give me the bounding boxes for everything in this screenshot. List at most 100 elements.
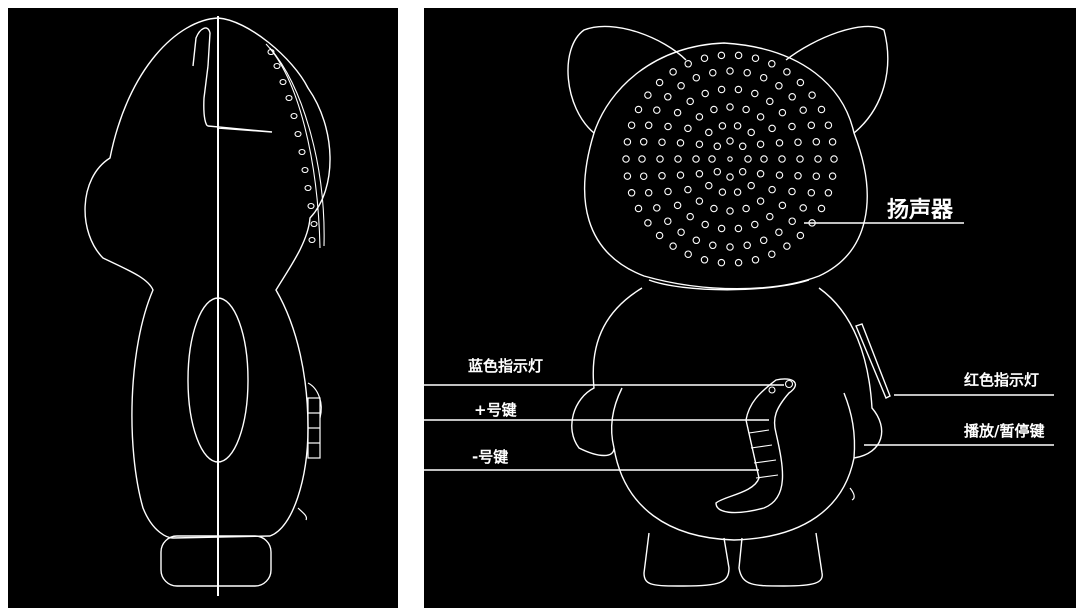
speaker-hole bbox=[693, 237, 699, 243]
speaker-hole bbox=[735, 52, 741, 58]
speaker-hole bbox=[693, 156, 699, 162]
speaker-hole bbox=[696, 141, 702, 147]
speaker-hole bbox=[743, 205, 749, 211]
speaker-hole bbox=[709, 156, 715, 162]
speaker-grille bbox=[623, 52, 837, 266]
speaker-hole bbox=[654, 107, 660, 113]
speaker-hole bbox=[735, 86, 741, 92]
speaker-hole bbox=[670, 69, 676, 75]
speaker-hole bbox=[808, 190, 814, 196]
speaker-hole bbox=[795, 139, 801, 145]
speaker-hole bbox=[685, 125, 691, 131]
speaker-hole bbox=[718, 52, 724, 58]
speaker-hole bbox=[735, 259, 741, 265]
speaker-hole bbox=[685, 61, 691, 67]
speaker-hole bbox=[727, 68, 733, 74]
speaker-hole bbox=[693, 75, 699, 81]
speaker-hole bbox=[711, 205, 717, 211]
speaker-hole bbox=[800, 107, 806, 113]
speaker-hole bbox=[710, 70, 716, 76]
speaker-hole bbox=[665, 188, 671, 194]
speaker-hole bbox=[761, 156, 767, 162]
speaker-hole bbox=[767, 98, 773, 104]
side-ear bbox=[193, 28, 210, 66]
speaker-hole bbox=[769, 61, 775, 67]
speaker-hole bbox=[675, 156, 681, 162]
side-view-panel bbox=[8, 8, 398, 608]
speaker-hole bbox=[769, 186, 775, 192]
speaker-hole bbox=[674, 109, 680, 115]
speaker-hole bbox=[706, 129, 712, 135]
speaker-hole bbox=[714, 169, 720, 175]
speaker-hole bbox=[752, 221, 758, 227]
speaker-hole bbox=[665, 218, 671, 224]
speaker-hole bbox=[696, 114, 702, 120]
side-body-outline bbox=[85, 18, 330, 538]
callout-blue-indicator: 蓝色指示灯 bbox=[468, 359, 543, 374]
speaker-hole bbox=[727, 104, 733, 110]
speaker-hole bbox=[646, 190, 652, 196]
speaker-hole bbox=[714, 143, 720, 149]
speaker-hole bbox=[784, 243, 790, 249]
speaker-hole bbox=[706, 182, 712, 188]
speaker-hole bbox=[815, 156, 821, 162]
speaker-hole bbox=[769, 125, 775, 131]
front-view-panel: 扬声器 蓝色指示灯 +号键 -号键 红色指示灯 播放/暂停键 bbox=[424, 8, 1076, 608]
speaker-hole bbox=[624, 173, 630, 179]
speaker-hole bbox=[784, 69, 790, 75]
speaker-hole bbox=[797, 79, 803, 85]
side-speaker-dots bbox=[266, 44, 324, 248]
callout-red-indicator: 红色指示灯 bbox=[964, 373, 1039, 388]
speaker-hole bbox=[825, 122, 831, 128]
speaker-hole bbox=[639, 156, 645, 162]
speaker-hole bbox=[628, 190, 634, 196]
front-head bbox=[585, 43, 868, 289]
speaker-hole bbox=[711, 106, 717, 112]
front-body bbox=[572, 288, 882, 540]
speaker-hole bbox=[809, 92, 815, 98]
speaker-hole bbox=[718, 225, 724, 231]
speaker-hole bbox=[776, 140, 782, 146]
speaker-hole bbox=[727, 244, 733, 250]
side-buttons bbox=[298, 383, 321, 520]
speaker-hole bbox=[677, 172, 683, 178]
speaker-hole bbox=[701, 257, 707, 263]
speaker-hole bbox=[677, 140, 683, 146]
speaker-hole bbox=[744, 242, 750, 248]
speaker-hole bbox=[813, 173, 819, 179]
speaker-hole bbox=[813, 139, 819, 145]
speaker-hole bbox=[718, 259, 724, 265]
front-ear-left bbox=[568, 26, 686, 133]
speaker-hole bbox=[818, 205, 824, 211]
speaker-hole bbox=[743, 106, 749, 112]
speaker-hole bbox=[752, 257, 758, 263]
speaker-hole bbox=[734, 189, 740, 195]
speaker-hole bbox=[761, 237, 767, 243]
speaker-hole bbox=[757, 114, 763, 120]
speaker-hole bbox=[687, 213, 693, 219]
speaker-hole bbox=[665, 94, 671, 100]
side-feet bbox=[161, 536, 271, 586]
speaker-hole bbox=[624, 139, 630, 145]
speaker-hole bbox=[752, 55, 758, 61]
callout-play-pause-key: 播放/暂停键 bbox=[964, 424, 1044, 439]
callout-minus-key: -号键 bbox=[472, 450, 508, 465]
speaker-hole bbox=[789, 94, 795, 100]
speaker-hole bbox=[745, 156, 751, 162]
speaker-hole bbox=[656, 79, 662, 85]
speaker-hole bbox=[659, 139, 665, 145]
speaker-hole bbox=[797, 232, 803, 238]
speaker-hole bbox=[776, 83, 782, 89]
speaker-hole bbox=[645, 220, 651, 226]
speaker-hole bbox=[635, 106, 641, 112]
speaker-hole bbox=[641, 173, 647, 179]
speaker-hole bbox=[665, 123, 671, 129]
speaker-hole bbox=[776, 229, 782, 235]
speaker-hole bbox=[734, 123, 740, 129]
callout-plus-key: +号键 bbox=[474, 403, 517, 418]
speaker-hole bbox=[727, 138, 733, 144]
speaker-hole bbox=[623, 156, 629, 162]
speaker-hole bbox=[678, 229, 684, 235]
speaker-hole bbox=[825, 190, 831, 196]
speaker-hole bbox=[687, 98, 693, 104]
